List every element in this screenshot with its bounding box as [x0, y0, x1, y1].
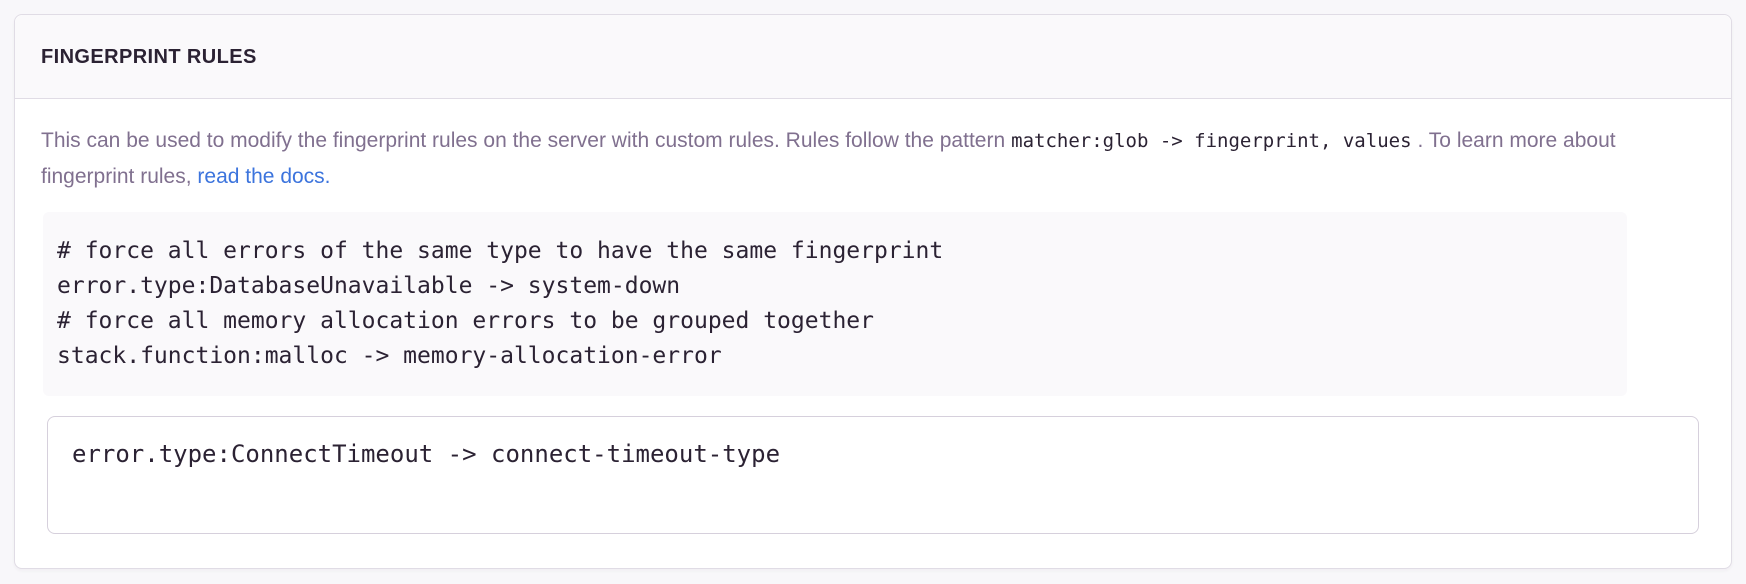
read-the-docs-link[interactable]: read the docs.: [197, 165, 331, 188]
description-text-after: . To learn more about fingerprint rules,: [41, 129, 1616, 188]
description-text-before: This can be used to modify the fingerpri…: [41, 129, 1006, 152]
panel-title: FINGERPRINT RULES: [41, 46, 257, 68]
fingerprint-rules-panel: FINGERPRINT RULES This can be used to mo…: [14, 14, 1732, 569]
panel-body: This can be used to modify the fingerpri…: [15, 99, 1731, 568]
field-description: This can be used to modify the fingerpri…: [41, 123, 1705, 194]
fingerprint-rules-textarea[interactable]: error.type:ConnectTimeout -> connect-tim…: [47, 416, 1699, 534]
pattern-inline-code: matcher:glob -> fingerprint, values: [1011, 130, 1412, 152]
panel-header: FINGERPRINT RULES: [15, 15, 1731, 99]
example-code-block: # force all errors of the same type to h…: [43, 212, 1627, 396]
